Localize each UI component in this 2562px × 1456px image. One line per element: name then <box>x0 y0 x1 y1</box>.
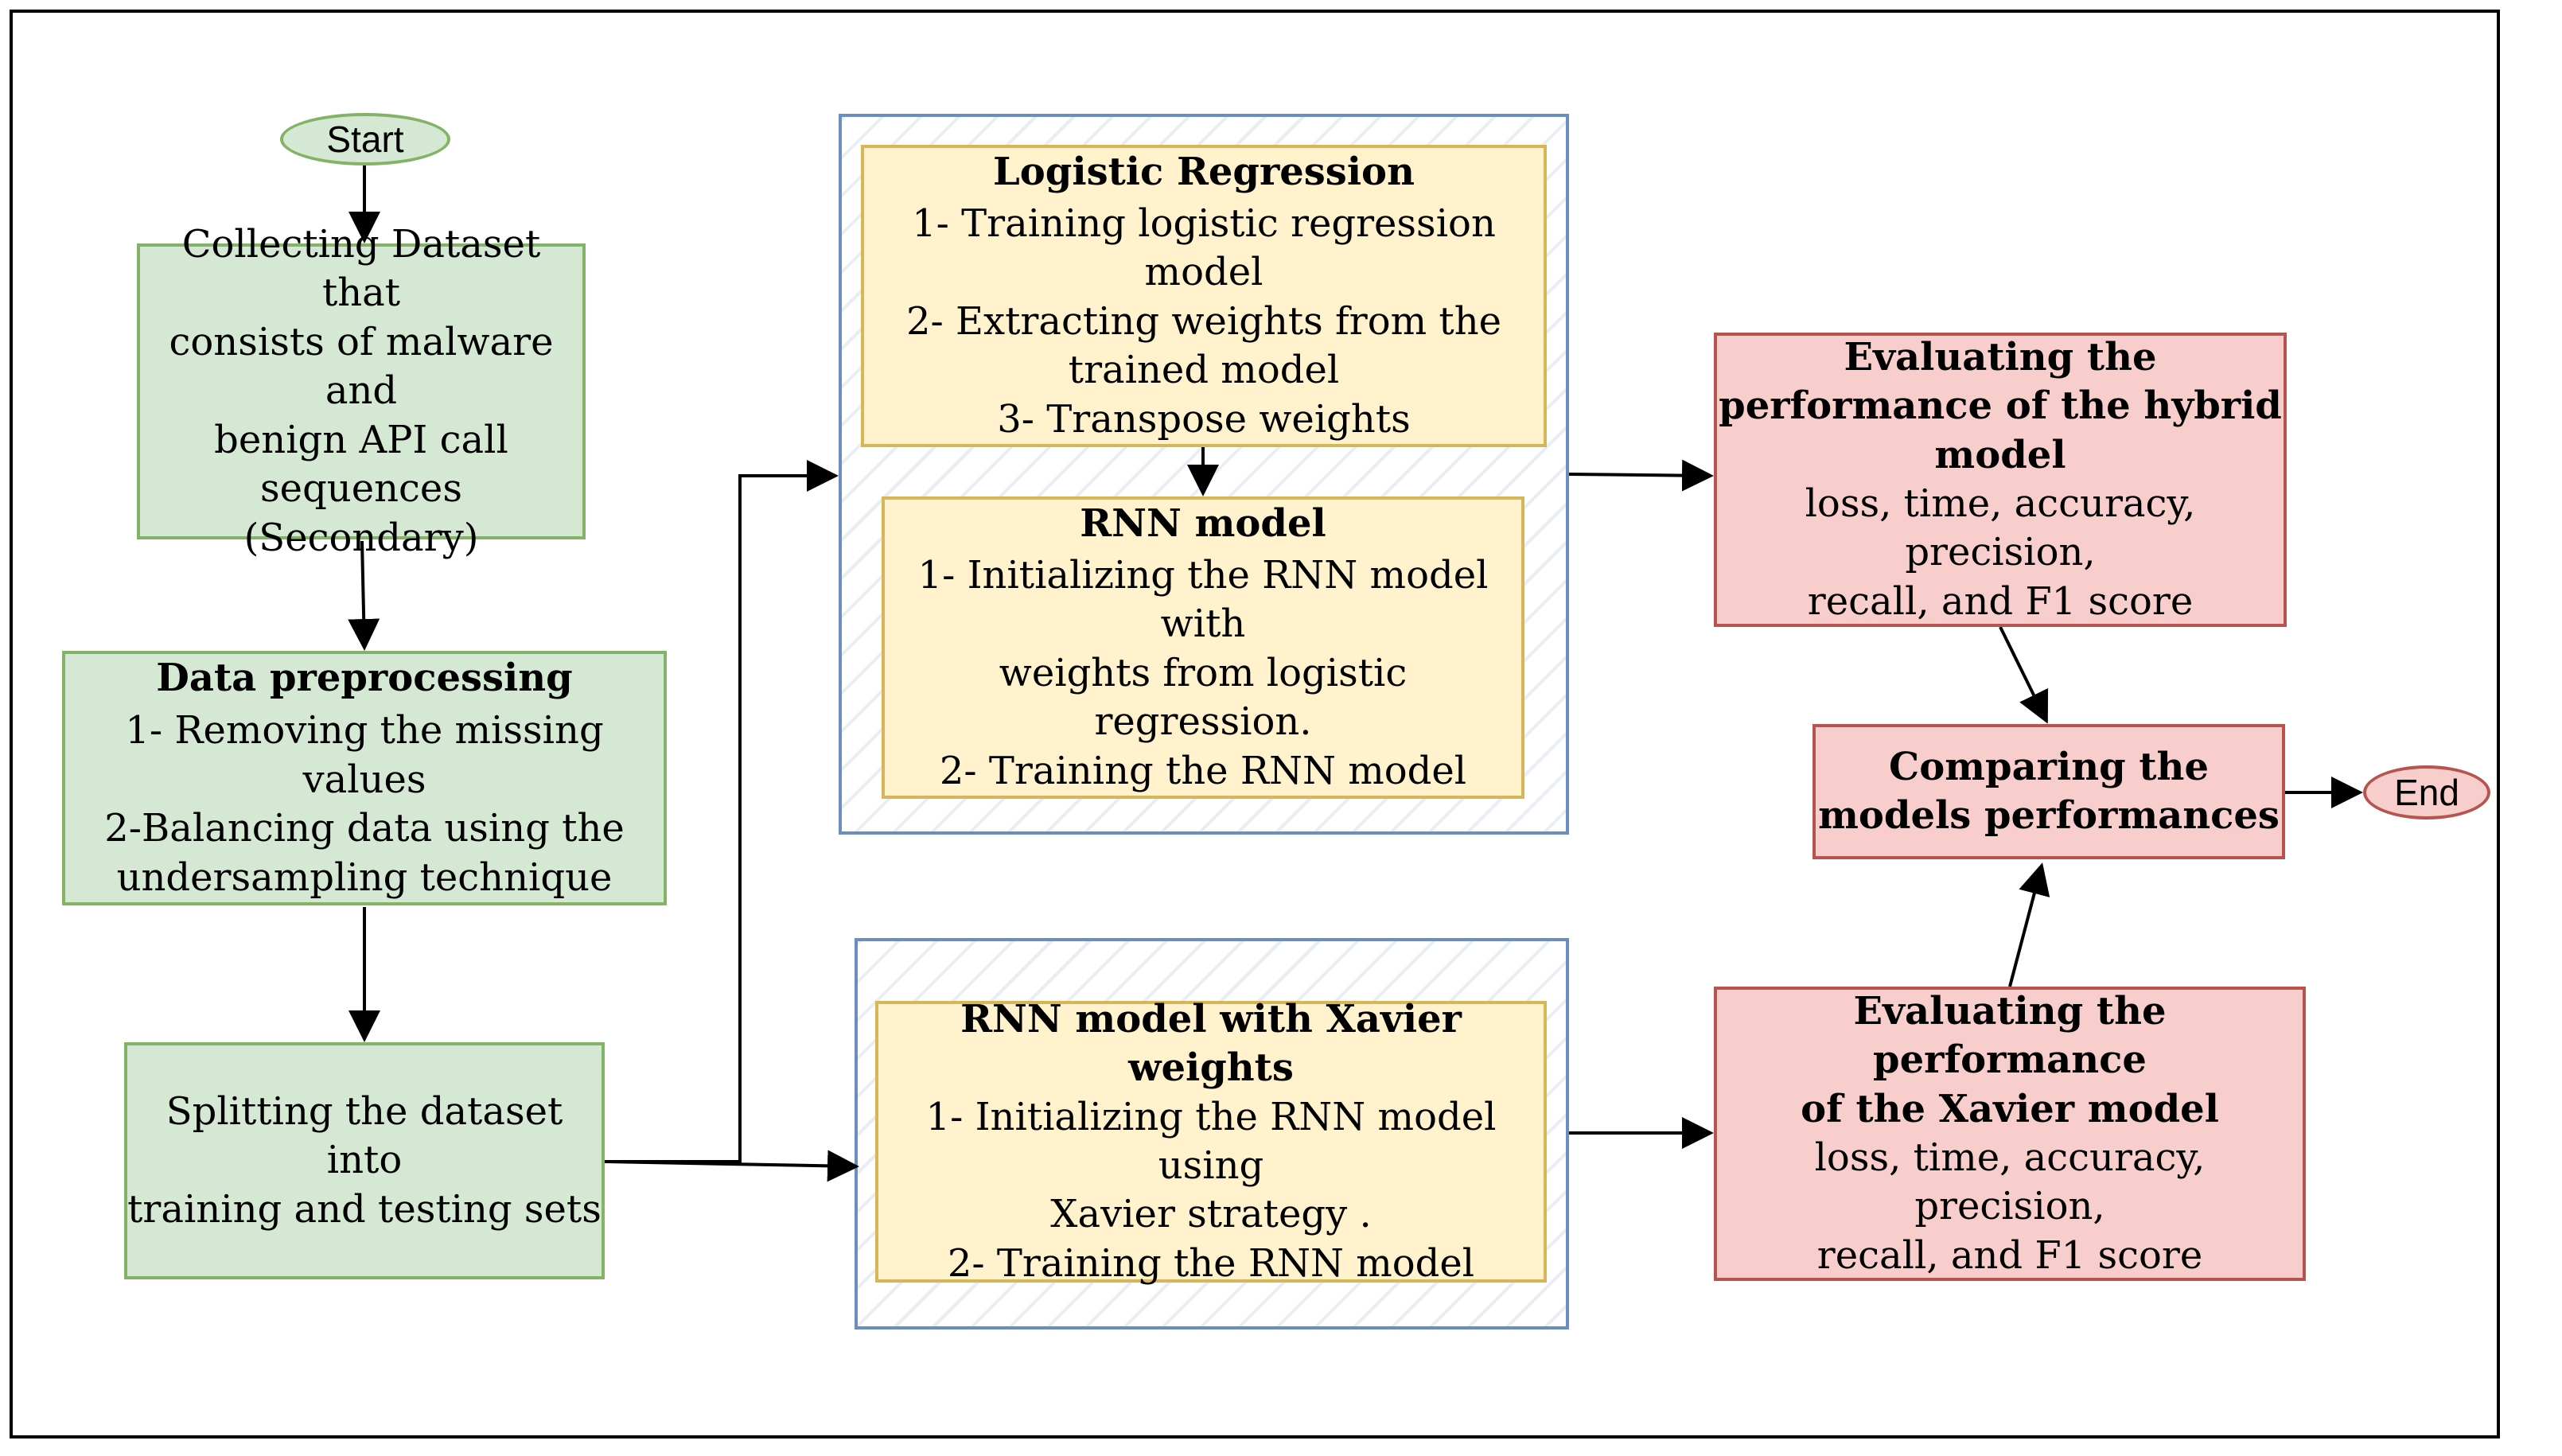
start-node: Start <box>280 113 450 165</box>
split-dataset-box: Splitting the dataset into training and … <box>124 1042 605 1279</box>
eval-xavier-line-1: loss, time, accuracy, precision, <box>1814 1135 2206 1229</box>
rnn-model-box: RNN model 1- Initializing the RNN model … <box>882 496 1524 799</box>
logreg-line-3: trained model <box>1068 348 1340 393</box>
compare-models-box: Comparing the models performances <box>1812 724 2285 859</box>
preprocess-line-2: 2-Balancing data using the <box>104 806 625 851</box>
evaluate-hybrid-box: Evaluating the performance of the hybrid… <box>1714 333 2287 627</box>
arrow-evalxavier-to-compare <box>2008 862 2050 987</box>
collect-dataset-box: Collecting Dataset that consists of malw… <box>137 222 586 560</box>
eval-hybrid-title-2: performance of the hybrid <box>1719 383 2282 429</box>
collect-line-1: Collecting Dataset that <box>181 221 541 316</box>
logreg-title: Logistic Regression <box>993 150 1415 194</box>
eval-hybrid-title-3: model <box>1934 432 2066 477</box>
logistic-regression-box: Logistic Regression 1- Training logistic… <box>861 145 1547 447</box>
eval-xavier-line-2: recall, and F1 score <box>1816 1232 2203 1278</box>
eval-hybrid-line-2: recall, and F1 score <box>1807 578 2194 624</box>
split-line-3: training and testing sets <box>127 1186 602 1232</box>
collect-line-3: benign API call <box>214 417 508 462</box>
logreg-line-1: 1- Training logistic regression model <box>912 200 1496 295</box>
arrow-evalhybrid-to-compare <box>1999 626 2049 724</box>
arrow-split-to-xavier <box>604 1150 859 1182</box>
split-line-1: Splitting the dataset <box>165 1088 563 1134</box>
eval-hybrid-title-1: Evaluating the <box>1844 334 2157 380</box>
xavier-line-3: 2- Training the RNN model <box>947 1240 1475 1286</box>
rnn-line-1: 1- Initializing the RNN model with <box>917 552 1489 647</box>
eval-xavier-title-1: Evaluating the performance <box>1853 988 2167 1083</box>
eval-xavier-title-2: of the Xavier model <box>1801 1086 2219 1131</box>
compare-title-2: models performances <box>1818 793 2280 838</box>
rnn-line-3: 2- Training the RNN model <box>939 748 1467 793</box>
xavier-line-2: Xavier strategy . <box>1050 1192 1372 1237</box>
evaluate-xavier-box: Evaluating the performance of the Xavier… <box>1714 987 2306 1281</box>
arrow-hybrid-to-eval <box>1568 459 1714 492</box>
data-preprocessing-box: Data preprocessing 1- Removing the missi… <box>62 651 667 905</box>
preprocess-title: Data preprocessing <box>156 656 573 700</box>
arrow-collect-to-preprocess <box>348 540 380 651</box>
logreg-line-4: 3- Transpose weights <box>997 396 1411 442</box>
rnn-xavier-box: RNN model with Xavier weights 1- Initial… <box>875 997 1547 1286</box>
collect-line-4: sequences (Secondary) <box>243 466 479 560</box>
rnn-line-2: weights from logistic regression. <box>999 650 1408 745</box>
end-node: End <box>2363 765 2490 819</box>
rnn-title: RNN model <box>1080 501 1326 546</box>
collect-line-2: consists of malware and <box>169 319 554 414</box>
xavier-line-1: 1- Initializing the RNN model using <box>925 1094 1497 1188</box>
preprocess-line-3: undersampling technique <box>116 855 613 900</box>
preprocess-line-1: 1- Removing the missing values <box>125 708 604 802</box>
compare-title-1: Comparing the <box>1889 744 2209 789</box>
eval-hybrid-line-1: loss, time, accuracy, precision, <box>1805 481 2196 575</box>
split-line-2: into <box>326 1138 403 1183</box>
logreg-line-2: 2- Extracting weights from the <box>905 298 1502 344</box>
xavier-title: RNN model with Xavier weights <box>960 996 1462 1091</box>
